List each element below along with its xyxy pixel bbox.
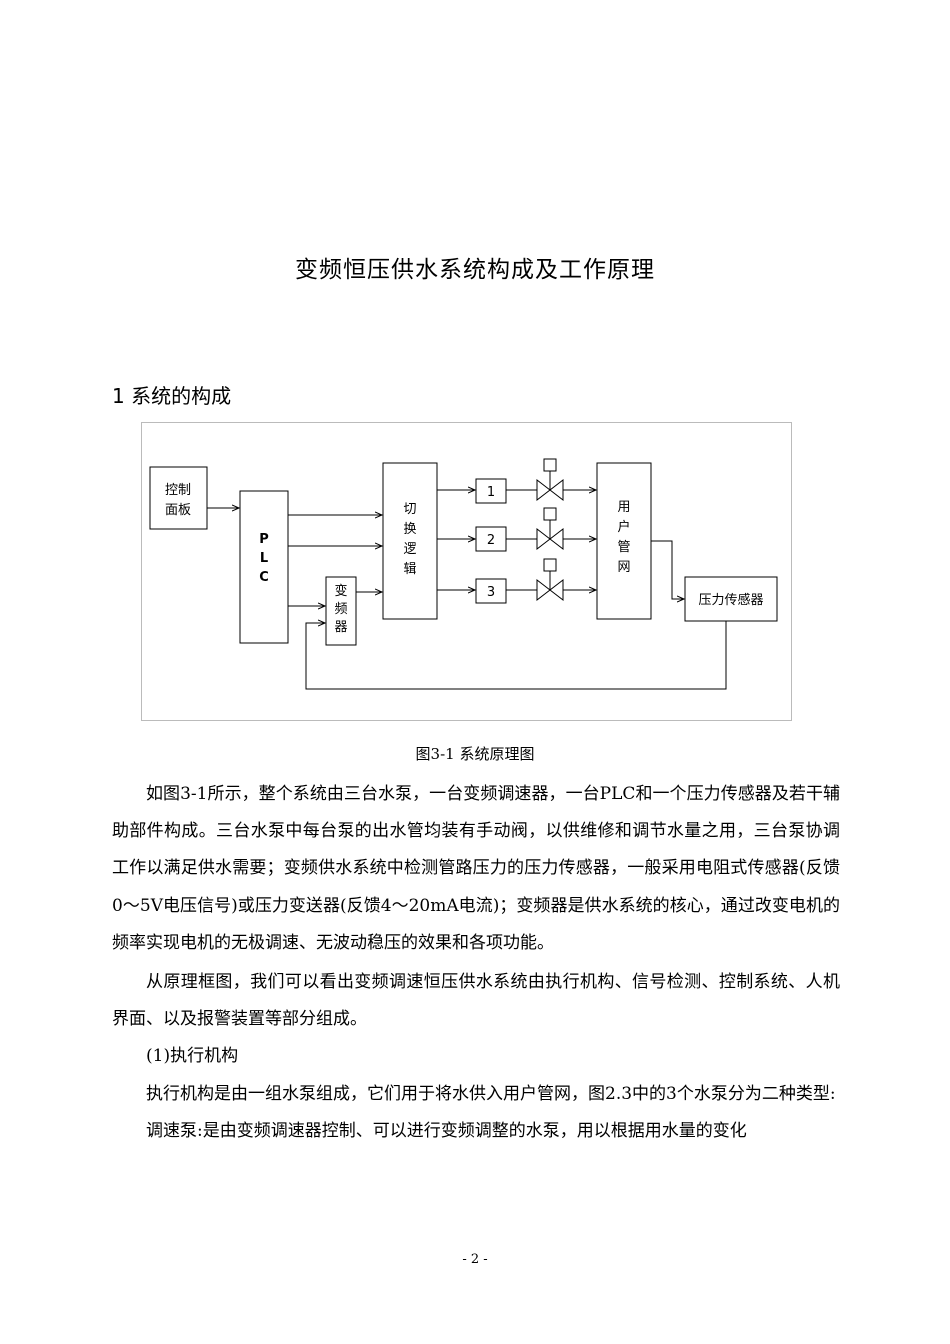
user-network-label-3: 管 bbox=[617, 540, 630, 555]
body-text: 如图3-1所示，整个系统由三台水泵，一台变频调速器，一台PLC和一个压力传感器及… bbox=[112, 776, 840, 1150]
pump-2-box bbox=[475, 526, 507, 552]
user-network-box bbox=[596, 462, 652, 620]
plc-label-l: L bbox=[260, 551, 268, 566]
switch-logic-label-1: 切 bbox=[403, 502, 416, 517]
user-network-label-1: 用 bbox=[617, 500, 630, 515]
inverter-label-3: 器 bbox=[334, 620, 347, 635]
pump-1-label: 1 bbox=[487, 485, 495, 500]
valve-3-icon bbox=[536, 558, 564, 602]
paragraph: 如图3-1所示，整个系统由三台水泵，一台变频调速器，一台PLC和一个压力传感器及… bbox=[112, 784, 840, 953]
inverter-box bbox=[325, 576, 357, 646]
switch-logic-label-4: 辑 bbox=[403, 562, 416, 577]
pressure-sensor-box bbox=[684, 576, 778, 622]
pump-1-box bbox=[475, 478, 507, 504]
figure-caption: 图3-1 系统原理图 bbox=[415, 745, 535, 763]
switch-logic-label-3: 逻 bbox=[403, 542, 416, 557]
user-network-label-2: 户 bbox=[617, 519, 630, 535]
paragraph: 执行机构是由一组水泵组成，它们用于将水供入用户管网，图2.3中的3个水泵分为二种… bbox=[146, 1083, 836, 1104]
paragraph: 调速泵:是由变频调速器控制、可以进行变频调整的水泵，用以根据用水量的变化 bbox=[146, 1120, 747, 1141]
page-number: - 2 - bbox=[462, 1252, 488, 1267]
pump-3-box bbox=[475, 578, 507, 604]
plc-label-c: C bbox=[259, 570, 269, 585]
control-panel-box bbox=[149, 466, 208, 530]
system-diagram: 控制 面板 P L C 变 频 器 切 换 逻 辑 1 2 3 用 户 管 网 … bbox=[141, 422, 792, 721]
section-heading: 1 系统的构成 bbox=[112, 384, 232, 408]
switch-logic-label-2: 换 bbox=[403, 522, 416, 537]
valve-1-icon bbox=[536, 458, 564, 502]
user-network-label-4: 网 bbox=[617, 560, 630, 575]
pump-2-label: 2 bbox=[487, 533, 495, 548]
paragraph: 从原理框图，我们可以看出变频调速恒压供水系统由执行机构、信号检测、控制系统、人机… bbox=[112, 972, 840, 1030]
page-title: 变频恒压供水系统构成及工作原理 bbox=[295, 257, 655, 283]
control-panel-label-2: 面板 bbox=[165, 503, 191, 518]
valve-2-icon bbox=[536, 507, 564, 551]
pressure-sensor-label: 压力传感器 bbox=[698, 592, 763, 608]
control-panel-label-1: 控制 bbox=[165, 483, 191, 498]
plc-box bbox=[239, 490, 289, 644]
pump-3-label: 3 bbox=[487, 585, 495, 600]
inverter-label-2: 频 bbox=[334, 602, 347, 617]
inverter-label-1: 变 bbox=[334, 583, 347, 599]
plc-label-p: P bbox=[259, 532, 269, 547]
switch-logic-box bbox=[382, 462, 438, 620]
subsection-heading: (1)执行机构 bbox=[146, 1046, 239, 1067]
